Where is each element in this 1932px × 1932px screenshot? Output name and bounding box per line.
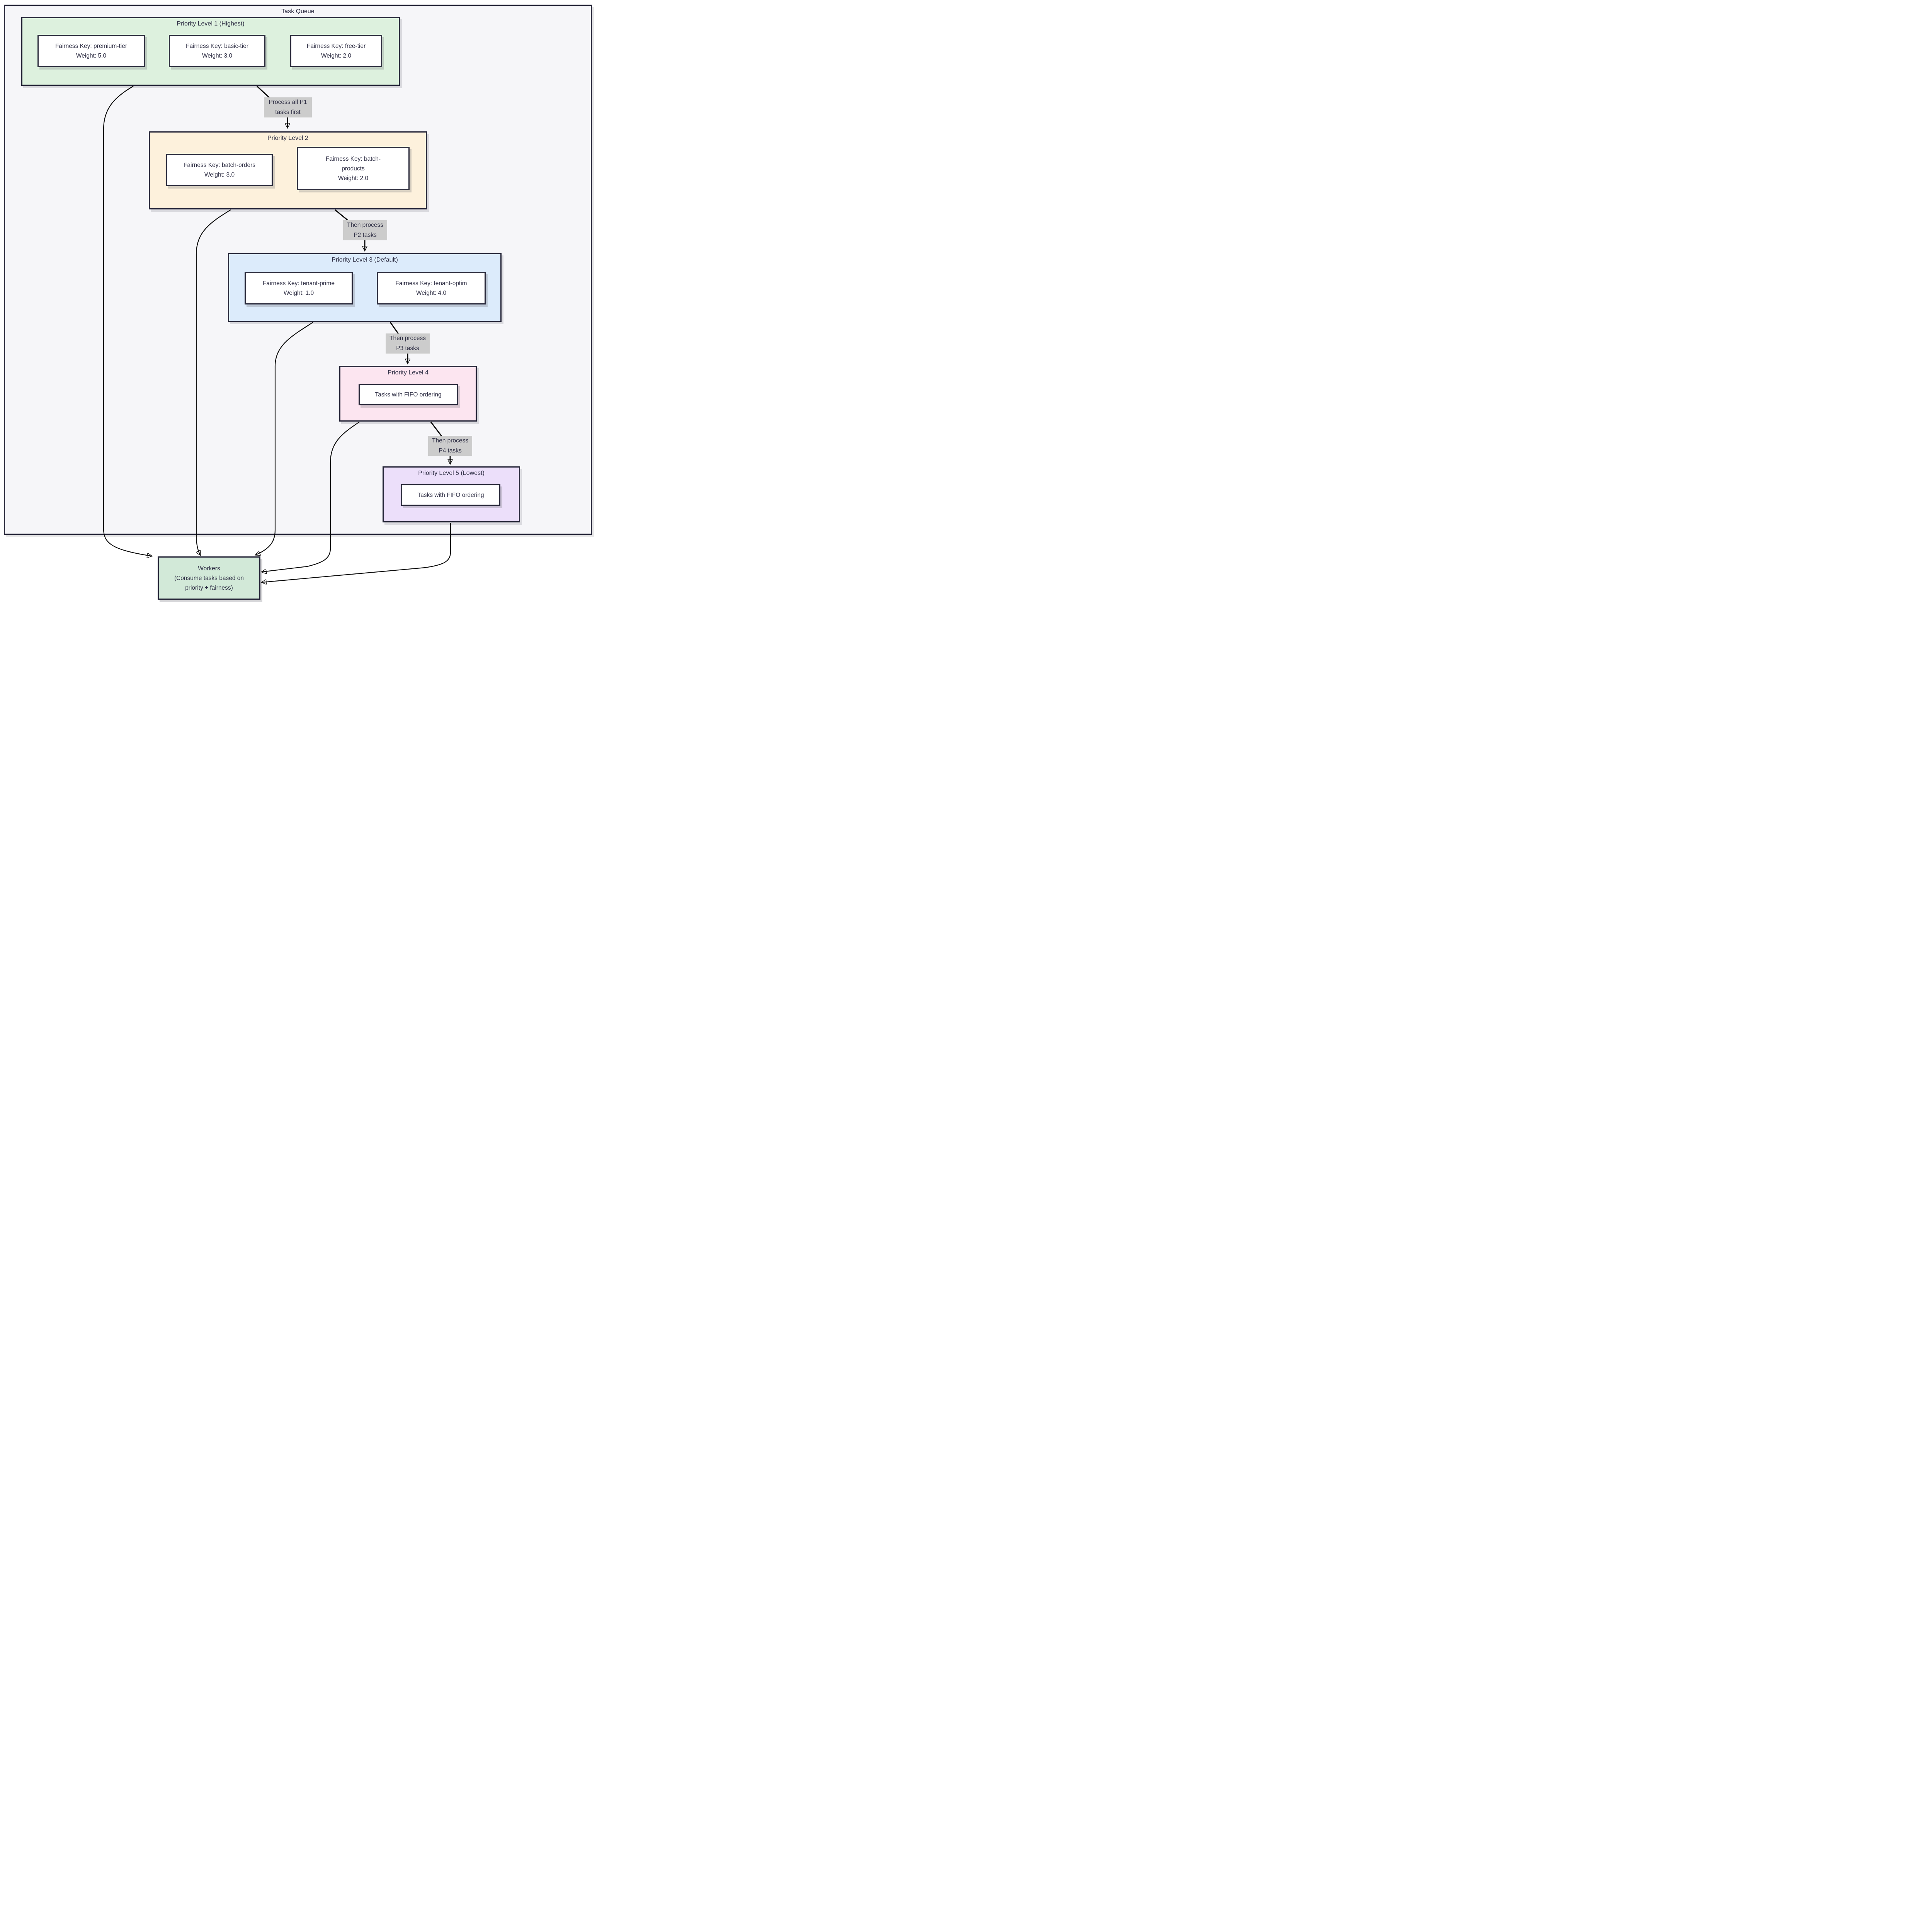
- task-queue-title: Task Queue: [281, 8, 315, 15]
- node-workers: Workers (Consume tasks based on priority…: [158, 556, 260, 600]
- edge-label-process-p1: Process all P1 tasks first: [264, 97, 312, 117]
- node-line: Fairness Key: free-tier: [306, 43, 366, 49]
- node-line: Fairness Key: basic-tier: [186, 43, 248, 49]
- priority-level-3-title: Priority Level 3 (Default): [332, 257, 398, 263]
- node-batch-orders: Fairness Key: batch-orders Weight: 3.0: [166, 154, 273, 186]
- node-basic-tier: Fairness Key: basic-tier Weight: 3.0: [169, 35, 265, 67]
- edge-label-line: P2 tasks: [354, 232, 377, 238]
- edge-label-process-p2: Then process P2 tasks: [343, 220, 387, 240]
- edge-label-line: Process all P1: [269, 99, 307, 105]
- priority-level-1-title: Priority Level 1 (Highest): [177, 20, 245, 27]
- node-line: Weight: 1.0: [283, 290, 314, 296]
- node-free-tier: Fairness Key: free-tier Weight: 2.0: [290, 35, 382, 67]
- priority-level-2-title: Priority Level 2: [267, 135, 308, 141]
- node-line: Fairness Key: batch-products: [325, 155, 381, 172]
- priority-level-5-title: Priority Level 5 (Lowest): [418, 470, 485, 476]
- edge-label-line: P4 tasks: [439, 447, 462, 454]
- workers-line: priority + fairness): [185, 584, 233, 591]
- node-line: Weight: 3.0: [204, 172, 235, 178]
- workers-line: (Consume tasks based on: [174, 575, 244, 582]
- flowchart-canvas: Task Queue Priority Level 1 (Highest) Fa…: [0, 0, 596, 601]
- node-batch-products: Fairness Key: batch-products Weight: 2.0: [297, 147, 410, 190]
- node-line: Weight: 2.0: [321, 53, 352, 59]
- node-tenant-prime: Fairness Key: tenant-prime Weight: 1.0: [245, 272, 353, 304]
- node-line: Tasks with FIFO ordering: [417, 492, 484, 498]
- node-p5-fifo-tasks: Tasks with FIFO ordering: [401, 484, 500, 506]
- edge-label-line: Then process: [347, 222, 383, 228]
- edge-label-process-p4: Then process P4 tasks: [428, 436, 472, 456]
- node-line: Weight: 3.0: [202, 53, 233, 59]
- node-line: Weight: 5.0: [76, 53, 107, 59]
- workers-line: Workers: [198, 565, 220, 572]
- node-line: Fairness Key: tenant-prime: [262, 280, 335, 287]
- node-line: Tasks with FIFO ordering: [375, 391, 442, 398]
- node-line: Weight: 4.0: [416, 290, 447, 296]
- edge-label-line: Then process: [389, 335, 426, 342]
- node-p4-fifo-tasks: Tasks with FIFO ordering: [359, 384, 458, 405]
- priority-level-4-title: Priority Level 4: [388, 369, 429, 376]
- node-line: Weight: 2.0: [338, 175, 369, 182]
- node-line: Fairness Key: premium-tier: [55, 43, 128, 49]
- edge-label-line: Then process: [432, 437, 468, 444]
- edge-label-line: P3 tasks: [396, 345, 419, 352]
- node-line: Fairness Key: batch-orders: [183, 162, 256, 168]
- node-tenant-optim: Fairness Key: tenant-optim Weight: 4.0: [377, 272, 486, 304]
- edge-label-process-p3: Then process P3 tasks: [386, 333, 430, 354]
- edge-label-line: tasks first: [275, 109, 301, 116]
- node-line: Fairness Key: tenant-optim: [395, 280, 467, 287]
- node-premium-tier: Fairness Key: premium-tier Weight: 5.0: [37, 35, 145, 67]
